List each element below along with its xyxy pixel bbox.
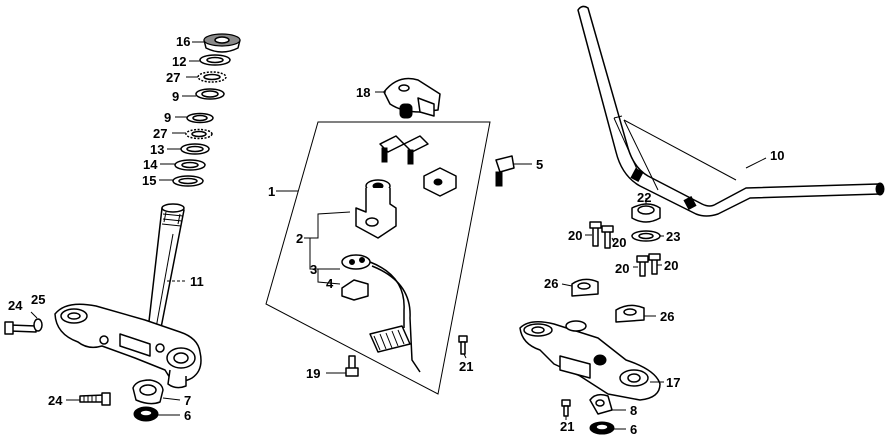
callout-15: 15 bbox=[142, 173, 156, 188]
callout-9: 9 bbox=[164, 110, 171, 125]
callout-17: 17 bbox=[666, 375, 680, 390]
callout-5: 5 bbox=[536, 157, 543, 172]
bolt-part-21-right bbox=[561, 399, 571, 417]
callout-10: 10 bbox=[770, 148, 784, 163]
callout-27: 27 bbox=[166, 70, 180, 85]
dust-seal-part-15 bbox=[172, 175, 204, 187]
callout-18: 18 bbox=[356, 85, 370, 100]
washer-part-23 bbox=[631, 230, 661, 242]
rubber-part-6-right bbox=[589, 421, 615, 435]
steering-stem-part-11 bbox=[54, 203, 202, 389]
switch-contact-part-3 bbox=[341, 254, 371, 270]
callout-13: 13 bbox=[150, 142, 164, 157]
callout-20: 20 bbox=[664, 258, 678, 273]
switch-cover-part-4 bbox=[341, 279, 369, 301]
ball-race-part-14 bbox=[174, 159, 206, 171]
washer-part-9-mid bbox=[186, 112, 214, 124]
key-part-5 bbox=[495, 155, 515, 187]
callout-6: 6 bbox=[184, 408, 191, 423]
bolt-part-24-bottom bbox=[79, 392, 111, 406]
bearing-balls-part-27-bottom bbox=[185, 128, 213, 140]
callout-2: 2 bbox=[296, 231, 303, 246]
ignition-switch-assembly-frame bbox=[265, 121, 491, 395]
callout-20: 20 bbox=[612, 235, 626, 250]
handlebar-part-10 bbox=[577, 5, 885, 217]
bearing-balls-part-27-top bbox=[197, 71, 227, 83]
callout-22: 22 bbox=[637, 190, 651, 205]
callout-21: 21 bbox=[459, 359, 473, 374]
callout-26: 26 bbox=[660, 309, 674, 324]
callout-11: 11 bbox=[190, 274, 204, 289]
bolt-part-20-b bbox=[601, 225, 614, 249]
callout-3: 3 bbox=[310, 262, 317, 277]
washer-part-25 bbox=[33, 318, 43, 332]
rubber-part-6-left bbox=[133, 406, 159, 422]
callout-20: 20 bbox=[615, 261, 629, 276]
switch-body-part-2 bbox=[355, 179, 397, 239]
washer-part-9-top bbox=[195, 88, 225, 100]
ball-race-part-12 bbox=[199, 54, 231, 66]
callout-24: 24 bbox=[48, 393, 63, 408]
bolt-part-21-center bbox=[458, 335, 468, 355]
callout-7: 7 bbox=[184, 393, 191, 408]
ignition-keys bbox=[379, 135, 429, 165]
switch-wiring-connector bbox=[369, 261, 421, 373]
clamp-part-8 bbox=[589, 393, 613, 415]
callout-25: 25 bbox=[31, 292, 45, 307]
ball-race-part-13 bbox=[180, 143, 210, 155]
upper-bridge-part-17 bbox=[519, 320, 661, 401]
clamp-part-7 bbox=[132, 379, 164, 405]
leader-lines bbox=[30, 41, 767, 430]
callout-6: 6 bbox=[630, 422, 637, 437]
bolt-part-24-top bbox=[4, 321, 37, 335]
callout-27: 27 bbox=[153, 126, 167, 141]
callout-8: 8 bbox=[630, 403, 637, 418]
upper-holder-part-22 bbox=[631, 203, 661, 223]
switch-bracket-part-18 bbox=[383, 77, 441, 119]
callout-23: 23 bbox=[666, 229, 680, 244]
bolt-part-20-a bbox=[589, 221, 602, 247]
lock-housing bbox=[423, 167, 457, 197]
callout-21: 21 bbox=[560, 419, 574, 434]
callout-19: 19 bbox=[306, 366, 320, 381]
callout-20: 20 bbox=[568, 228, 582, 243]
callout-4: 4 bbox=[326, 276, 334, 291]
callout-labels: 16 12 27 9 9 27 13 14 15 11 24 25 24 7 6… bbox=[8, 34, 784, 437]
lower-holder-part-26-right bbox=[615, 304, 645, 323]
bolt-part-20-c bbox=[636, 255, 649, 277]
adjusting-nut-part-16 bbox=[203, 33, 241, 53]
bolt-part-20-d bbox=[648, 253, 661, 275]
callout-12: 12 bbox=[172, 54, 186, 69]
bolt-part-19 bbox=[345, 355, 359, 377]
callout-1: 1 bbox=[268, 184, 275, 199]
callout-16: 16 bbox=[176, 34, 190, 49]
callout-24: 24 bbox=[8, 298, 23, 313]
callout-14: 14 bbox=[143, 157, 158, 172]
callout-26: 26 bbox=[544, 276, 558, 291]
callout-9: 9 bbox=[172, 89, 179, 104]
lower-holder-part-26-left bbox=[571, 278, 599, 297]
